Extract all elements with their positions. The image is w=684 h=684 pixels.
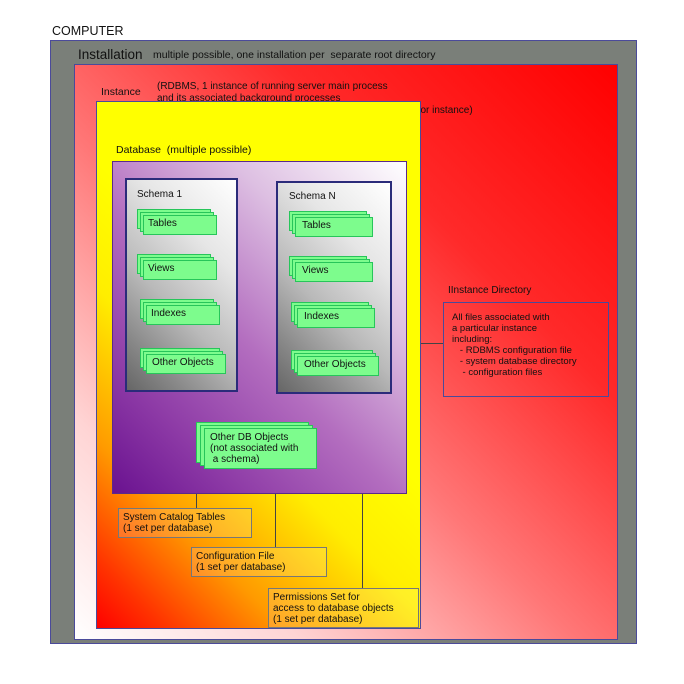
instance-directory-box: All files associated with a particular i…: [443, 302, 609, 397]
schema-1-indexes-label: Indexes: [151, 308, 187, 319]
installation-note: multiple possible, one installation per …: [153, 49, 436, 61]
instance-note-line-2: and its associated background processes: [157, 93, 341, 104]
schema-n-title: Schema N: [289, 191, 336, 202]
other-db-objects-label: Other DB Objects (not associated with a …: [210, 432, 299, 465]
schema-n-tables-label: Tables: [302, 220, 331, 231]
instance-label: Instance: [101, 86, 141, 98]
connector-permissions: [362, 494, 363, 588]
instance-note-line-1: (RDBMS, 1 instance of running server mai…: [157, 81, 388, 92]
permissions-set-box: Permissions Set for access to database o…: [268, 588, 419, 628]
system-catalog-tables-box: System Catalog Tables (1 set per databas…: [118, 508, 252, 538]
computer-label: COMPUTER: [52, 24, 124, 38]
connector-instance-directory: [421, 343, 443, 344]
schema-n-views-label: Views: [302, 265, 329, 276]
database-label: Database (multiple possible): [116, 144, 252, 156]
schema-n-other-objects-label: Other Objects: [304, 359, 366, 370]
installation-label: Installation: [78, 47, 143, 62]
schema-n-indexes-label: Indexes: [304, 311, 340, 322]
connector-configuration-file: [275, 494, 276, 547]
connector-system-catalog: [196, 494, 197, 508]
schema-1-other-objects-label: Other Objects: [152, 357, 214, 368]
schema-1-views-label: Views: [148, 263, 175, 274]
instance-directory-label: IInstance Directory: [448, 285, 532, 296]
schema-1-tables-label: Tables: [148, 218, 177, 229]
schema-1-title: Schema 1: [137, 189, 183, 200]
configuration-file-box: Configuration File (1 set per database): [191, 547, 327, 577]
